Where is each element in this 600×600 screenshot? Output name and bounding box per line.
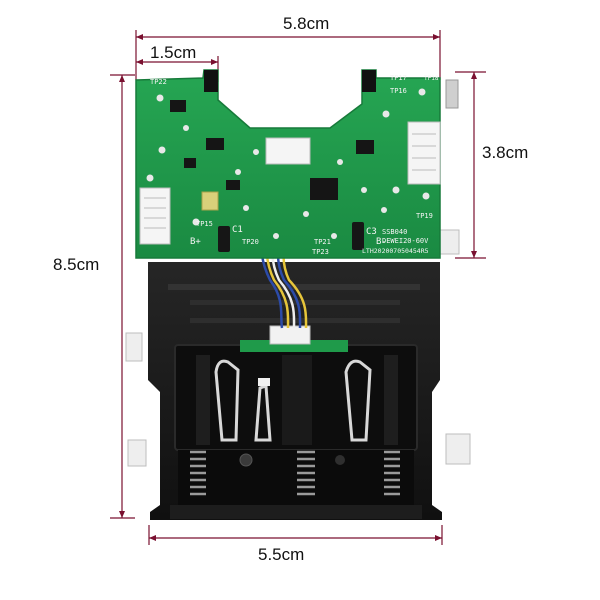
test-pads: [146, 88, 430, 239]
silk-c3: C3: [366, 227, 377, 237]
pcb-connector-right: [407, 121, 441, 185]
silk-tp16: TP16: [390, 87, 407, 95]
silk-b-plus: B+: [190, 237, 201, 247]
pcb-component-yellow: [201, 191, 219, 211]
silk-tp17: TP17: [390, 74, 407, 82]
silk-c1: C1: [232, 225, 243, 235]
capacitor-c1: [218, 226, 230, 252]
battery-housing: [125, 229, 471, 520]
silk-b-minus: B-: [376, 237, 387, 247]
housing-tab-left-upper: [125, 332, 143, 362]
dimension-label-top-width: 5.8cm: [283, 14, 330, 33]
capacitor-c3: [352, 222, 364, 250]
pcb-terminal: [445, 79, 459, 109]
pcb-chip-small-2: [206, 138, 224, 150]
pcb-chip-small-4: [184, 158, 196, 168]
pcb-chip-main: [310, 178, 338, 200]
silk-tp20: TP20: [242, 238, 259, 246]
pcb-chip-small-5: [226, 180, 240, 190]
silk-tp22: TP22: [150, 78, 167, 86]
silk-tp19: TP19: [416, 212, 433, 220]
pcb-clip-left: [204, 70, 218, 92]
dimension-label-total-height: 8.5cm: [53, 255, 100, 274]
dimension-label-pcb-height: 3.8cm: [482, 143, 529, 162]
circuit-board: TP22 TP17 TP18 TP16 TP19 TP15 TP20 TP21 …: [135, 69, 459, 259]
pcb-chip-small-1: [170, 100, 186, 112]
housing-tab-left-lower: [127, 439, 147, 467]
contact-right: [344, 359, 372, 442]
housing-tab-right-lower: [445, 433, 471, 465]
silk-tp21: TP21: [314, 238, 331, 246]
pcb-chip-small-3: [356, 140, 374, 154]
silk-model-line-3: LTH202007050454R5: [362, 247, 429, 255]
dimension-arrowheads: [119, 34, 477, 541]
spring-right: [384, 450, 400, 496]
lower-connector: [269, 325, 311, 345]
pcb-connector-top: [265, 137, 311, 165]
dimension-lines: [110, 30, 486, 545]
silk-tp15: TP15: [196, 220, 213, 228]
center-contact-clip: [258, 378, 270, 386]
silk-tp18: TP18: [424, 75, 439, 82]
silk-model-line-2: DEWEI20-60V: [382, 237, 429, 245]
connector-board: [240, 340, 348, 352]
dimension-label-top-section: 1.5cm: [150, 43, 197, 62]
pcb-clip-right: [362, 70, 376, 92]
contact-left: [214, 359, 240, 442]
silk-model-line-1: SSB040: [382, 228, 407, 236]
spring-middle: [297, 450, 315, 496]
contact-springs: [190, 450, 400, 496]
silk-tp23: TP23: [312, 248, 329, 256]
pcb-connector-left: [139, 187, 171, 245]
spring-left: [190, 450, 206, 496]
dimension-label-bottom-width: 5.5cm: [258, 545, 305, 564]
